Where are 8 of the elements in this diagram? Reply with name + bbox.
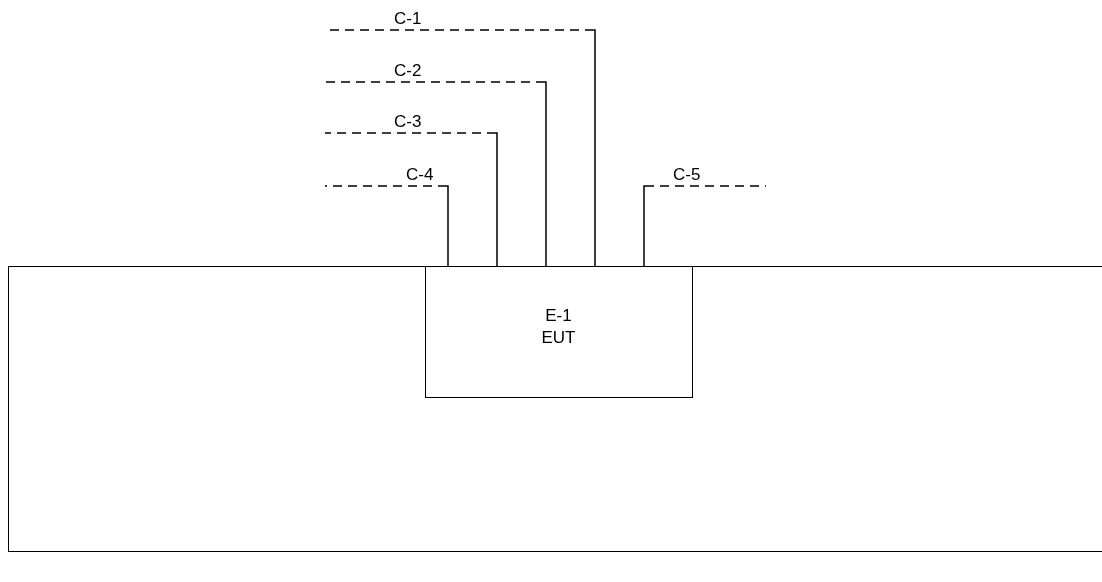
- table-outline: [8, 266, 1102, 552]
- node-label: E-1: [544, 304, 573, 327]
- cable-line: [324, 81, 547, 267]
- cable-line: [324, 185, 449, 267]
- equipment-box: [424, 265, 693, 398]
- cable-line: [643, 185, 767, 267]
- node-label: EUT: [540, 326, 577, 349]
- cable-line: [324, 132, 498, 267]
